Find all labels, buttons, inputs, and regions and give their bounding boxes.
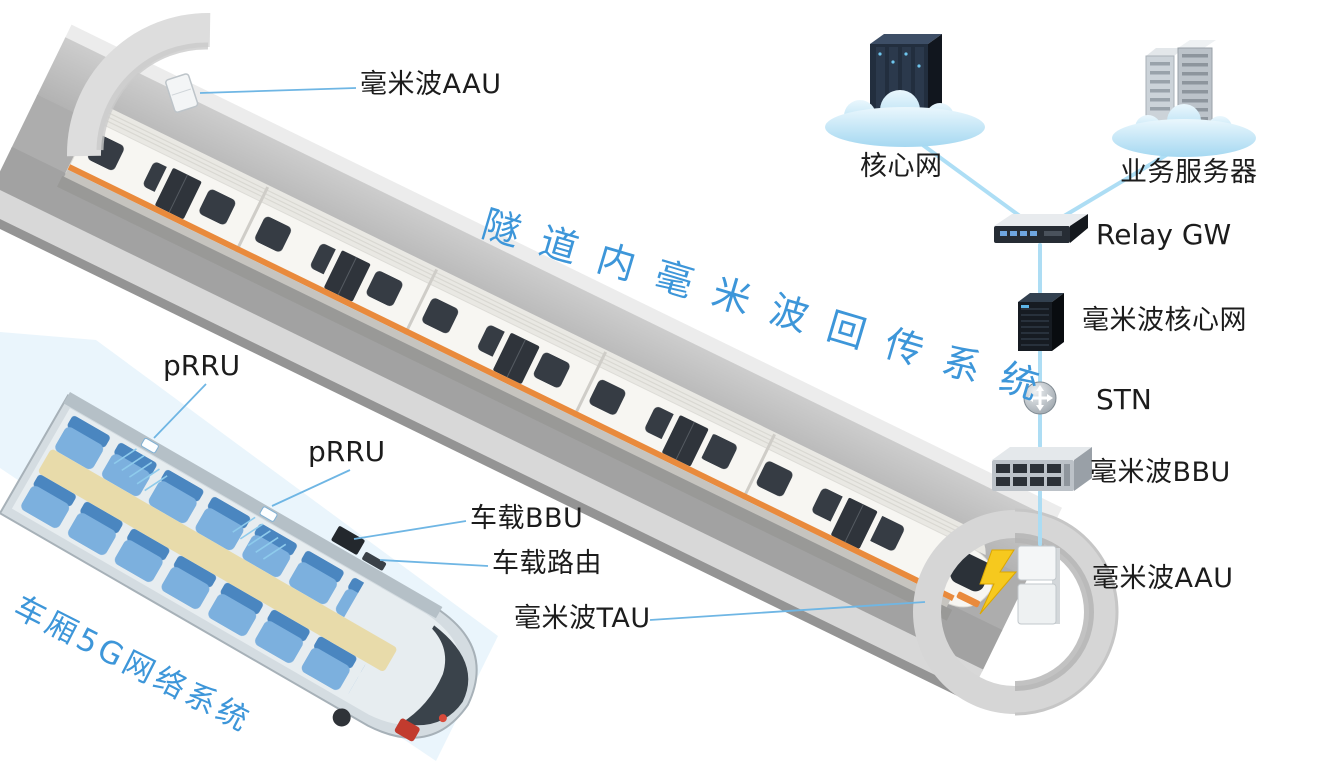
relay-gw-icon: [994, 214, 1088, 243]
tunnel-aau-device-top: [165, 73, 199, 113]
label-mmwave-bbu: 毫米波BBU: [1090, 457, 1231, 488]
prru-device-1: [140, 437, 159, 454]
core-network-cloud-icon: [825, 90, 985, 147]
label-prru-1: pRRU: [163, 349, 241, 382]
tunnel-top-rim: [64, 24, 1063, 523]
prru-device-2: [259, 506, 278, 522]
stn-router-icon: [1023, 381, 1057, 415]
train-roof: [92, 103, 986, 556]
train-stripe: [67, 164, 955, 601]
train-car-gaps: [233, 186, 776, 502]
car-front-red-box: [394, 718, 420, 742]
onboard-bbu-device: [331, 526, 365, 555]
mmwave-core-server-icon: [1018, 293, 1064, 351]
label-mmwave-aau-right: 毫米波AAU: [1092, 563, 1234, 594]
label-service-server: 业务服务器: [1120, 157, 1258, 188]
service-server-cloud-icon: [1112, 104, 1256, 157]
label-mmwave-tau: 毫米波TAU: [514, 603, 651, 634]
car-windshield: [400, 625, 469, 726]
tunnel-near-rim: [0, 186, 984, 695]
train-doors: [149, 161, 885, 552]
prru-signal-2: [232, 516, 287, 560]
train-car-cutaway: [0, 392, 478, 742]
tunnel-far-wall: [36, 37, 1056, 580]
tunnel-graphic: [0, 24, 1063, 701]
car-ceiling: [63, 392, 443, 619]
tunnel-cut-face: [66, 12, 211, 157]
tunnel-aau-device-right: [1017, 545, 1060, 625]
prru-signal-1: [113, 448, 168, 492]
label-tunnel-aau-top: 毫米波AAU: [360, 69, 502, 100]
label-onboard-router: 车载路由: [492, 548, 602, 579]
network-links: [914, 138, 1180, 546]
label-mmwave-core: 毫米波核心网: [1082, 305, 1247, 336]
label-prru-2: pRRU: [308, 435, 386, 468]
tunnel-floor: [0, 146, 1003, 672]
label-stn: STN: [1096, 383, 1152, 416]
mmwave-bbu-icon: [992, 447, 1092, 491]
leader-lines: [153, 87, 926, 621]
lightning-bolt-icon: [979, 549, 1018, 615]
car-wheel: [332, 708, 351, 727]
metro-train: [57, 103, 994, 621]
label-onboard-bbu: 车载BBU: [470, 503, 584, 534]
car-seat-row-lower: [19, 473, 331, 677]
onboard-router-device: [362, 552, 387, 571]
label-core-network: 核心网: [860, 151, 943, 182]
label-relay-gw: Relay GW: [1096, 218, 1232, 251]
car-aisle-floor: [38, 449, 397, 672]
